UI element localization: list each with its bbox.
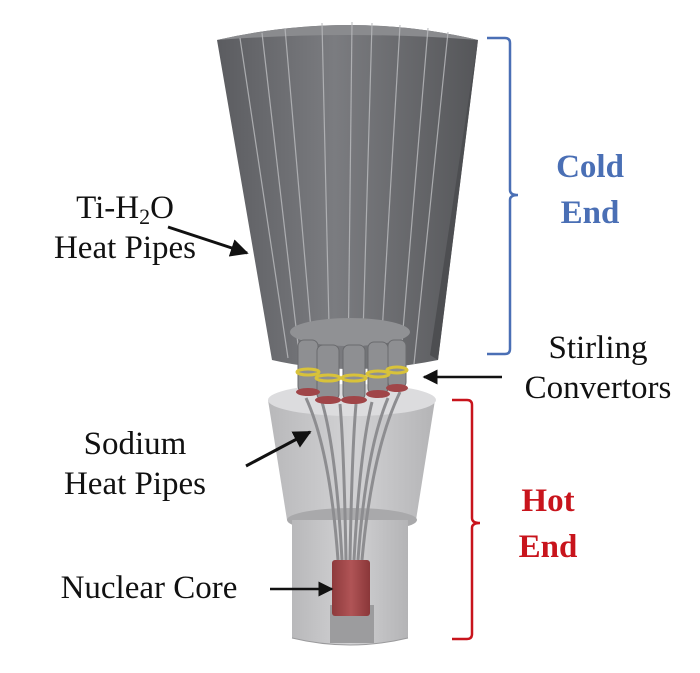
hot-end-bracket [452, 398, 481, 641]
stirling-convertors [290, 318, 410, 404]
sodium-heat-pipes [304, 391, 402, 561]
cold-end-bracket [487, 36, 519, 356]
hot-end-label: Hot End [518, 483, 578, 565]
sodium-arrow [245, 430, 312, 468]
cold-end-label: Cold End [556, 149, 624, 231]
ti-h2o-heat-pipes-label: Ti-H2O Heat Pipes [53, 190, 197, 266]
sodium-heat-pipes-label: Sodium Heat Pipes [63, 426, 207, 502]
ti-h2o-arrow [167, 225, 249, 257]
stirling-convertors-label: Stirling Convertors [524, 330, 672, 406]
nuclear-core-label: Nuclear Core [60, 570, 238, 606]
radiator-cone [217, 21, 478, 370]
nuclear-core [332, 560, 370, 616]
